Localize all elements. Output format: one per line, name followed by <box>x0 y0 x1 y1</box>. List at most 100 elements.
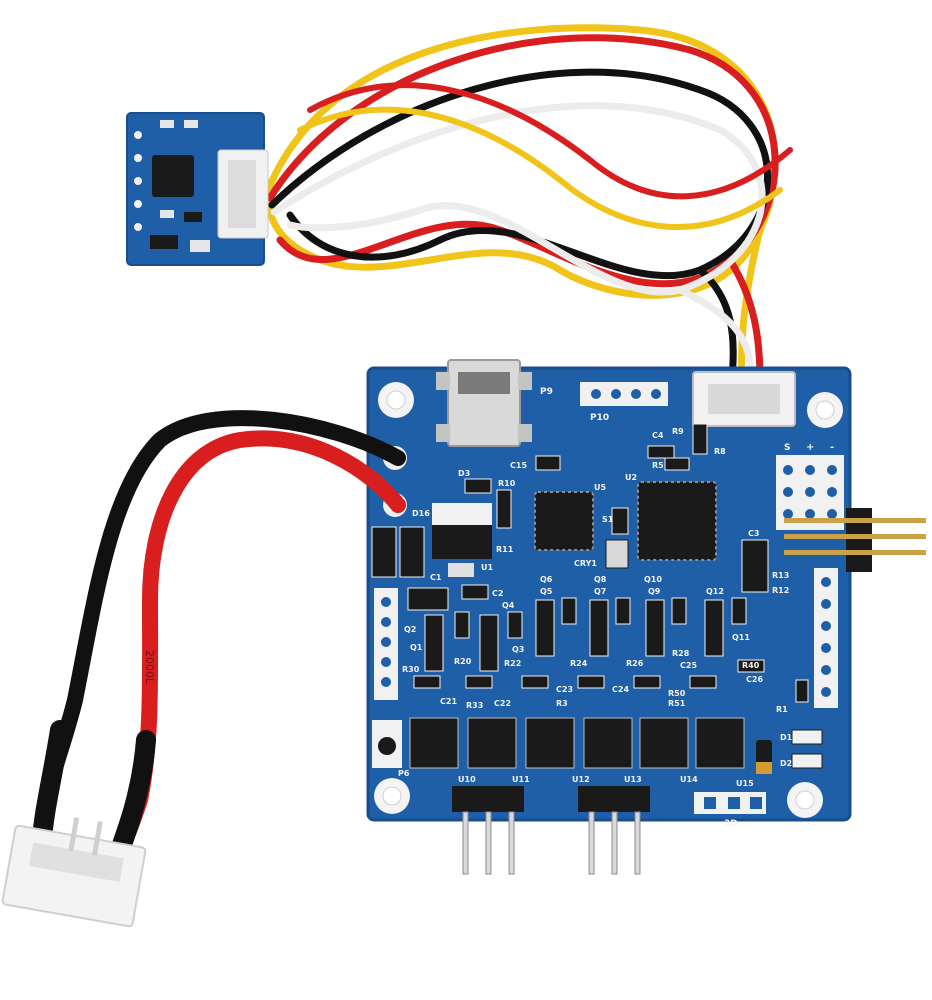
label-c3: C3 <box>748 529 759 538</box>
p10-pad <box>611 389 621 399</box>
label-q1: Q1 <box>410 643 423 652</box>
label-p9: P9 <box>540 387 553 397</box>
label-q6: Q6 <box>540 575 553 584</box>
label-s: S <box>784 443 790 453</box>
gold-pin <box>784 518 926 523</box>
sensor-cable <box>264 24 793 384</box>
label-r13: R13 <box>772 571 789 580</box>
gold-pin <box>784 534 926 539</box>
resistor-row <box>413 597 809 703</box>
power-wire-black <box>33 410 406 848</box>
jst-connector-slot <box>29 842 124 883</box>
label-d3: D3 <box>458 469 470 478</box>
driver-chip-row <box>409 717 745 769</box>
header-pad <box>783 509 793 519</box>
header-pad <box>783 465 793 475</box>
smd-part <box>664 457 690 471</box>
label-u10: U10 <box>458 775 476 784</box>
label-r28: R28 <box>672 649 690 658</box>
label-q4: Q4 <box>502 601 515 610</box>
label-c4: C4 <box>652 431 664 440</box>
mcu-u5 <box>534 491 594 551</box>
label-c21: C21 <box>440 697 457 706</box>
p10-pad <box>591 389 601 399</box>
sensor-smd <box>160 210 174 218</box>
pad-3d-square <box>750 797 762 809</box>
silkscreen-labels: P9 P10 C15 D3 R10 R11 D16 U1 C1 C2 U5 U2… <box>398 387 834 829</box>
header-housing <box>846 508 872 572</box>
label-r22: R22 <box>504 659 521 668</box>
mosfet <box>424 614 444 672</box>
usb-tab <box>518 424 532 442</box>
label-r5: R5 <box>652 461 664 470</box>
label-c2: C2 <box>492 589 503 598</box>
resistor <box>577 675 605 689</box>
mount-hole <box>815 400 835 420</box>
sensor-pad <box>134 177 142 185</box>
jst-pin <box>91 821 103 856</box>
column-pad <box>821 665 831 675</box>
resistor <box>689 675 717 689</box>
mcu-u2 <box>637 481 717 561</box>
label-r1: R1 <box>776 705 788 714</box>
smd-part <box>448 563 474 577</box>
header-pad <box>805 465 815 475</box>
label-c24: C24 <box>612 685 629 694</box>
power-wire-red <box>112 430 406 858</box>
label-minus: - <box>830 442 834 453</box>
smd-part <box>461 584 489 600</box>
driver-chip <box>583 717 633 769</box>
label-cry1: CRY1 <box>574 559 597 568</box>
label-r9: R9 <box>672 427 684 436</box>
motor-header-housing <box>578 786 650 812</box>
resistor <box>465 675 493 689</box>
pad-3d-square <box>728 797 740 809</box>
header-pads-column <box>814 568 838 708</box>
smd-part <box>464 478 492 494</box>
label-r3: R3 <box>556 699 568 708</box>
p10-pad <box>651 389 661 399</box>
resistor <box>413 675 441 689</box>
label-q3: Q3 <box>512 645 524 654</box>
left-pad <box>381 657 391 667</box>
label-q10: Q10 <box>644 575 662 584</box>
label-c22: C22 <box>494 699 511 708</box>
label-u5: U5 <box>594 483 606 492</box>
motor-pin <box>485 811 492 875</box>
driver-chip <box>639 717 689 769</box>
label-q2: Q2 <box>404 625 416 634</box>
usb-port-opening <box>458 372 510 394</box>
led-d1 <box>791 729 823 745</box>
resistor <box>731 597 747 625</box>
mount-hole <box>386 390 406 410</box>
driver-chip <box>695 717 745 769</box>
wire-yellow <box>264 24 779 384</box>
resistor <box>561 597 577 625</box>
label-r51: R51 <box>668 699 686 708</box>
resistor <box>795 679 809 703</box>
smd-part <box>741 539 769 593</box>
sensor-smd <box>184 120 198 128</box>
label-r33: R33 <box>466 701 483 710</box>
motor-pin <box>508 811 515 875</box>
smd-part <box>611 507 629 535</box>
label-r10: R10 <box>498 479 516 488</box>
label-r26: R26 <box>626 659 644 668</box>
motor-pin <box>462 811 469 875</box>
resistor <box>671 597 687 625</box>
smd-part <box>407 587 449 611</box>
sensor-chip <box>152 155 194 197</box>
sensor-smd <box>190 240 210 252</box>
resistor <box>521 675 549 689</box>
driver-chip <box>525 717 575 769</box>
label-u2: U2 <box>625 473 637 482</box>
label-p10: P10 <box>590 413 609 423</box>
cap-c1 <box>371 526 397 578</box>
column-pad <box>821 577 831 587</box>
label-q5: Q5 <box>540 587 553 596</box>
label-r40: R40 <box>742 661 760 670</box>
label-u15: U15 <box>736 779 754 788</box>
driver-chip <box>409 717 459 769</box>
label-u12: U12 <box>572 775 590 784</box>
